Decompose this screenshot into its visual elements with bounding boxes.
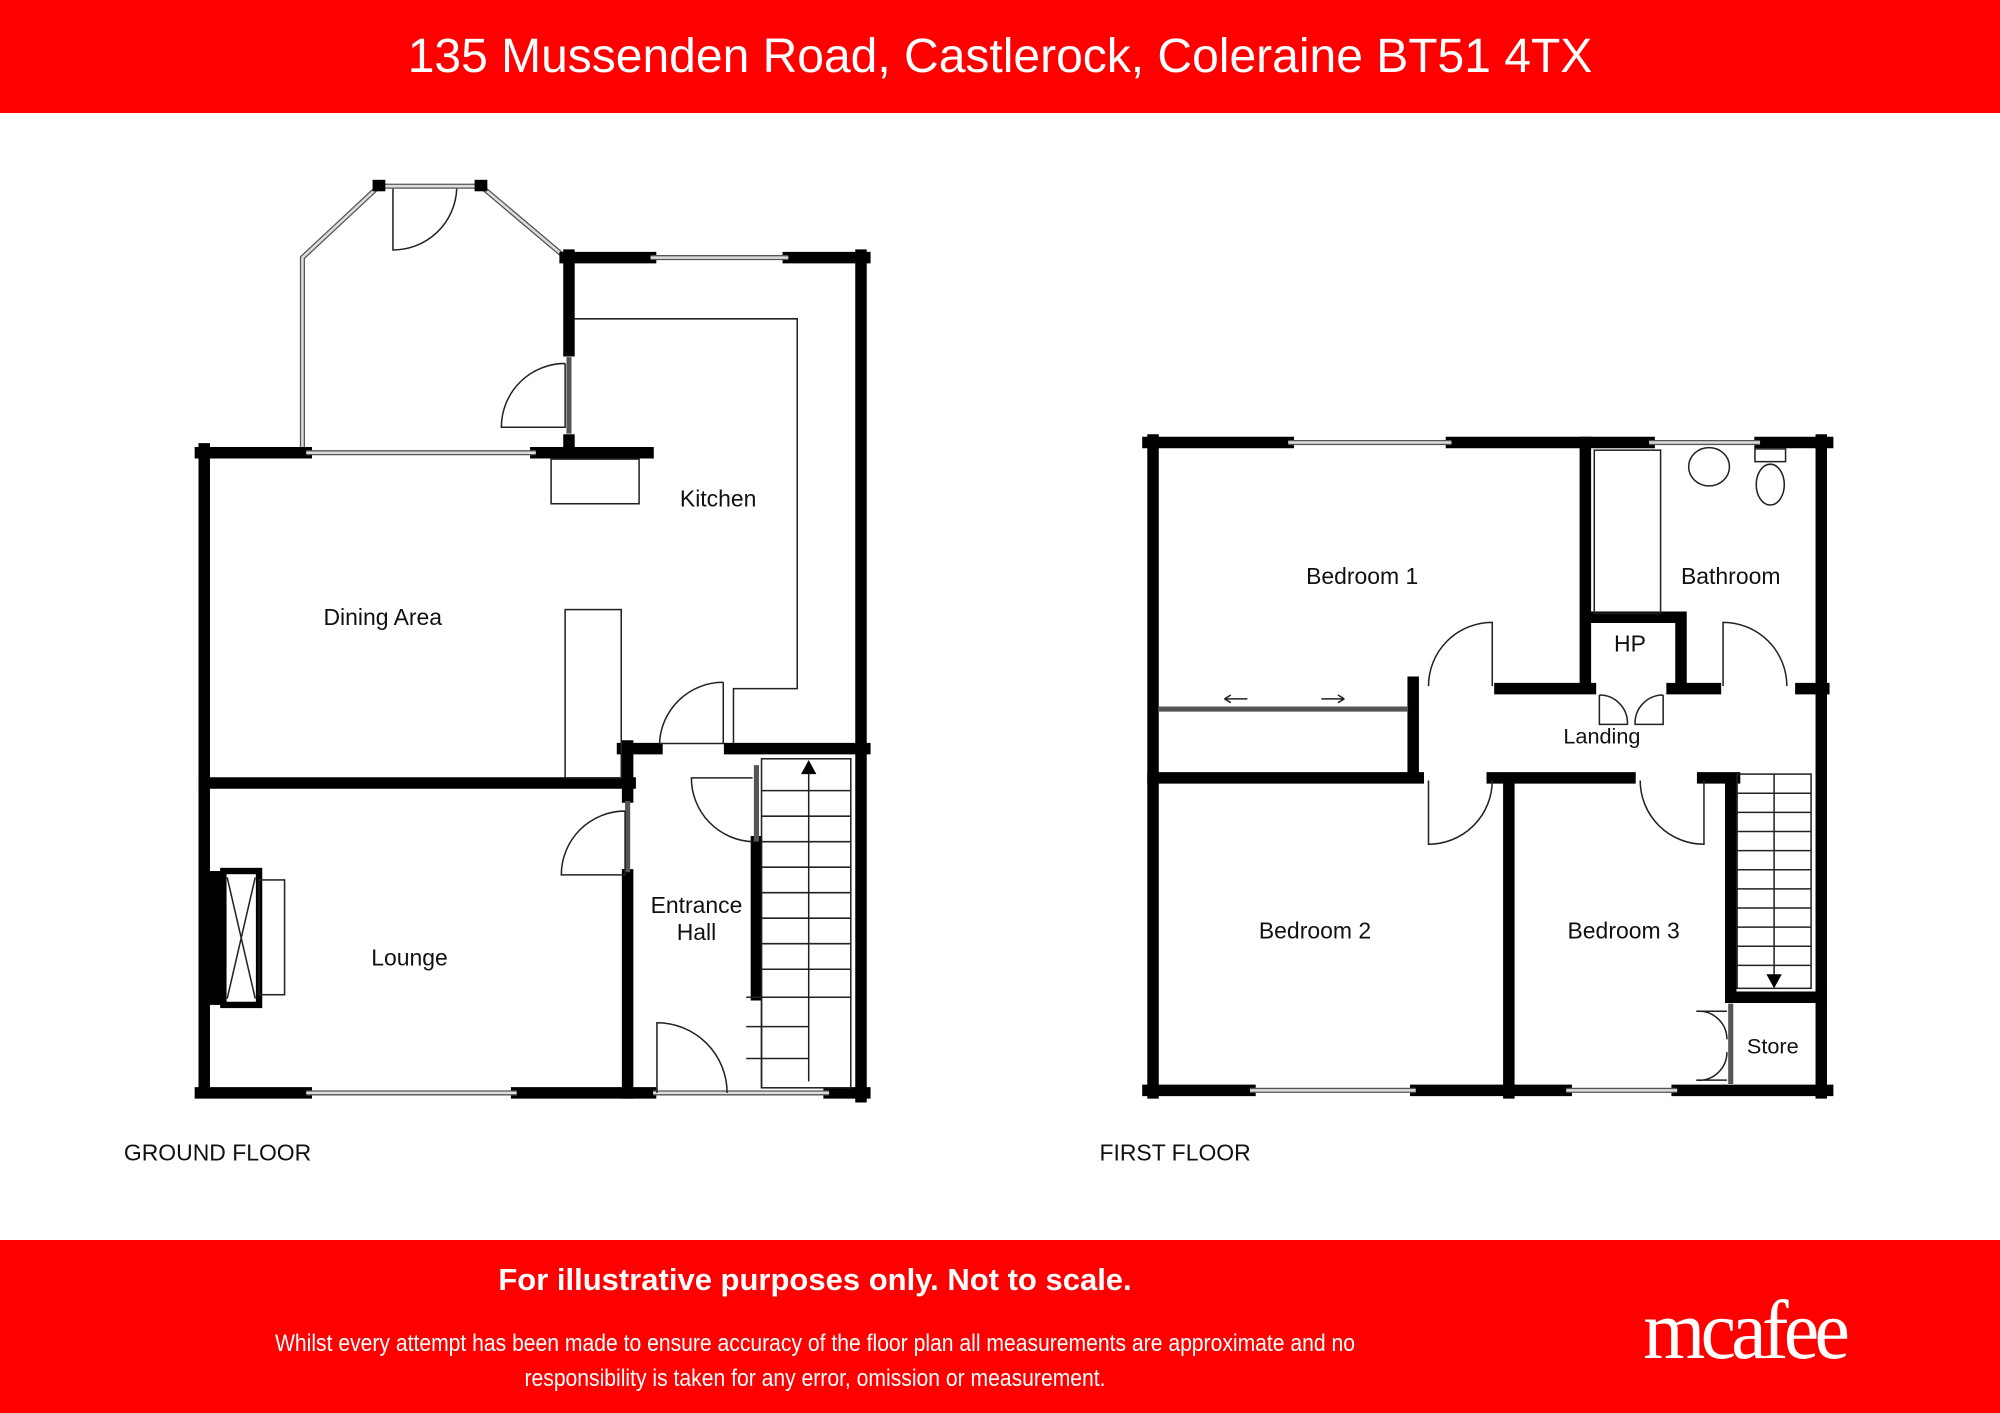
disclaimer-text: Whilst every attempt has been made to en… [239,1326,1392,1396]
room-label-bedroom-2: Bedroom 2 [1259,918,1371,944]
door-icon [656,1022,728,1093]
room-label-hp: HP [1614,631,1646,657]
kitchen-worktop [574,318,798,744]
room-label-bathroom: Bathroom [1681,563,1780,589]
room-label-dining-area: Dining Area [323,604,442,630]
door-icon [560,810,626,876]
sink-unit [550,458,640,505]
disclaimer-title: For illustrative purposes only. Not to s… [498,1262,1132,1297]
door-icon [1427,780,1494,845]
door-icon [500,362,566,428]
door-icon [690,777,753,843]
door-icon [1722,621,1788,687]
mcafee-logo: mcafee [1643,1284,1850,1377]
disclaimer-line-1: Whilst every attempt has been made to en… [274,1330,1356,1357]
cupboard-doors-icon [1696,1010,1728,1081]
ground-interior-walls [198,740,871,1099]
room-label-landing: Landing [1563,723,1640,748]
toilet-icon [1754,448,1787,506]
sink-icon [1687,446,1731,487]
room-label-kitchen: Kitchen [680,485,757,511]
door-icon [1639,780,1705,845]
staircase-up [746,758,852,1089]
bath-icon [1593,449,1662,615]
disclaimer-line-2: responsibility is taken for any error, o… [524,1365,1106,1392]
room-label-bedroom-1: Bedroom 1 [1306,563,1418,589]
door-icon [1427,621,1494,687]
kitchen-peninsula [564,608,623,779]
room-label-lounge: Lounge [371,944,448,970]
ground-floor-label: GROUND FLOOR [124,1139,311,1165]
property-address-title: 135 Mussenden Road, Castlerock, Colerain… [407,30,1593,83]
first-exterior-walls [1142,434,1834,1099]
door-icon [658,681,725,745]
footer-banner: For illustrative purposes only. Not to s… [0,1240,2000,1413]
fireplace-icon [208,867,286,1009]
staircase-down [1736,773,1812,990]
room-label-entrance: Entrance [651,892,743,918]
room-label-hall: Hall [677,919,717,945]
first-floor-plan: Bedroom 1 Bathroom HP Landing Bedroom 2 … [1099,434,1834,1165]
ground-floor-plan: Kitchen Dining Area Lounge Entrance Hall… [124,179,871,1165]
bay-window [299,179,565,449]
first-interior-walls [1147,436,1830,1099]
sliding-arrows-icon [1224,694,1345,704]
cupboard-doors-icon [1598,694,1664,726]
room-label-bedroom-3: Bedroom 3 [1568,918,1680,944]
room-label-store: Store [1747,1033,1799,1058]
ground-exterior-walls [194,249,871,1103]
first-floor-label: FIRST FLOOR [1099,1139,1250,1165]
header-banner: 135 Mussenden Road, Castlerock, Colerain… [0,0,2000,113]
